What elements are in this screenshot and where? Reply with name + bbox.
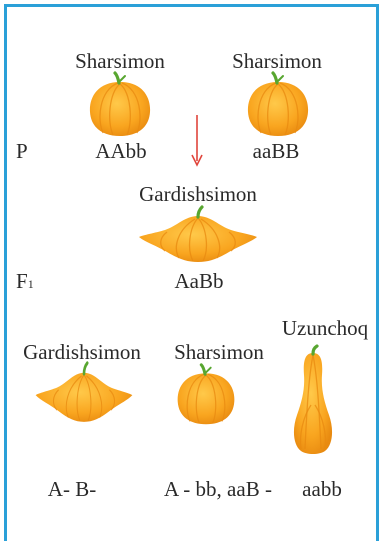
f2-name-elongated: Uzunchoq bbox=[281, 316, 369, 340]
parent-right-genotype: aaBB bbox=[252, 139, 300, 163]
f2-name-spherical: Sharsimon bbox=[174, 340, 264, 364]
f2-genotype-spherical: A - bb, aaB - bbox=[164, 477, 272, 501]
f1-name: Gardishsimon bbox=[139, 182, 257, 206]
parent-left-name: Sharsimon bbox=[75, 49, 165, 73]
f2-genotype-elongated: aabb bbox=[302, 477, 342, 501]
disc-pumpkin-icon bbox=[139, 205, 257, 262]
parent-right-name: Sharsimon bbox=[232, 49, 322, 73]
row-label-p: P bbox=[16, 139, 28, 163]
spherical-pumpkin-icon bbox=[89, 71, 151, 136]
f2-name-disc: Gardishsimon bbox=[23, 340, 141, 364]
spherical-pumpkin-icon bbox=[177, 363, 235, 425]
disc-pumpkin-icon bbox=[35, 361, 133, 422]
f2-genotype-disc: A- B- bbox=[47, 477, 97, 501]
spherical-pumpkin-icon bbox=[247, 71, 309, 136]
down-arrow-icon bbox=[191, 115, 203, 167]
f1-genotype: AaBb bbox=[174, 269, 224, 293]
row-label-f1: F1 bbox=[16, 269, 34, 293]
parent-left-genotype: AAbb bbox=[95, 139, 147, 163]
figure-frame bbox=[4, 4, 379, 541]
elongated-pumpkin-icon bbox=[293, 344, 333, 454]
